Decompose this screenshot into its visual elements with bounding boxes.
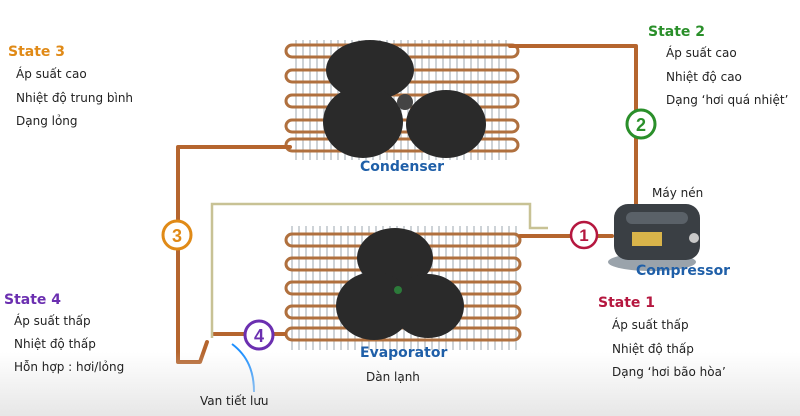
state-3-marker-number: 3 xyxy=(172,226,182,246)
state-4-line-2: Nhiệt độ thấp xyxy=(14,337,96,351)
state-1-line-2: Nhiệt độ thấp xyxy=(612,342,694,356)
state-1-marker-number: 1 xyxy=(579,226,588,245)
state-2-line-1: Áp suất cao xyxy=(666,46,737,60)
compressor-label: Compressor xyxy=(636,263,731,279)
condenser-label: Condenser xyxy=(360,159,445,175)
state-2-line-2: Nhiệt độ cao xyxy=(666,70,742,84)
capillary-tube xyxy=(210,202,548,338)
evaporator-unit xyxy=(284,226,522,350)
evaporator-fan xyxy=(336,228,464,340)
compressor-body xyxy=(608,204,700,271)
coil-pass xyxy=(284,326,522,342)
discharge-line xyxy=(508,44,638,210)
state-1-title: State 1 xyxy=(598,295,656,311)
state-2-line-3: Dạng ‘hơi quá nhiệt’ xyxy=(666,93,789,107)
state-3-title: State 3 xyxy=(8,44,66,60)
state-4-title: State 4 xyxy=(4,292,62,308)
state-3-line-1: Áp suất cao xyxy=(16,67,87,81)
state-1-line-3: Dạng ‘hơi bão hòa’ xyxy=(612,365,726,379)
compressor-sublabel: Máy nén xyxy=(652,186,704,200)
state-3-line-2: Nhiệt độ trung bình xyxy=(16,91,134,105)
evaporator-label: Evaporator xyxy=(360,345,448,361)
valve-pointer-line xyxy=(231,343,255,393)
coil-pass xyxy=(284,137,520,153)
condenser-unit xyxy=(284,40,520,160)
valve-label: Van tiết lưu xyxy=(200,394,269,408)
state-3-line-3: Dạng lỏng xyxy=(16,114,78,128)
state-2-marker-number: 2 xyxy=(636,115,646,135)
state-3-marker: 3 xyxy=(161,219,193,251)
state-4-marker: 4 xyxy=(243,319,275,351)
state-1-line-1: Áp suất thấp xyxy=(612,318,689,332)
evaporator-sublabel: Dàn lạnh xyxy=(366,370,420,384)
state-1-marker: 1 xyxy=(569,220,599,250)
state-4-marker-number: 4 xyxy=(254,326,264,346)
state-2-marker: 2 xyxy=(625,108,657,140)
state-4-line-3: Hỗn hợp : hơi/lỏng xyxy=(14,360,125,374)
state-2-title: State 2 xyxy=(648,24,706,40)
state-4-line-1: Áp suất thấp xyxy=(14,314,91,328)
condenser-fan xyxy=(323,40,486,158)
